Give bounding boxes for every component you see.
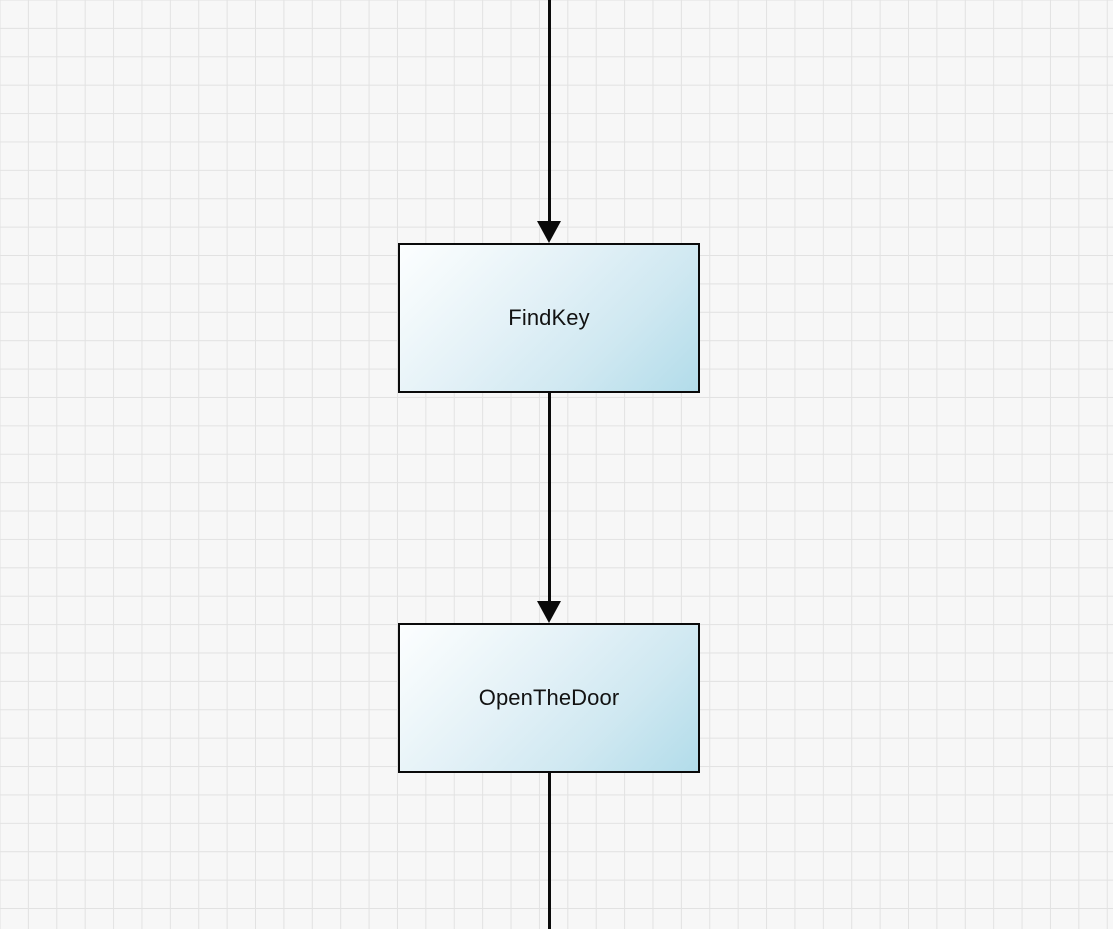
edge-findkey-openthedoor-arrowhead-icon	[537, 601, 561, 623]
node-findkey-label: FindKey	[508, 305, 590, 330]
edge-outgoing-openthedoor-line	[548, 773, 551, 929]
edge-incoming-findkey-arrowhead-icon	[537, 221, 561, 243]
edge-incoming-findkey-line	[548, 0, 551, 222]
node-openthedoor[interactable]: OpenTheDoor	[398, 623, 700, 773]
node-findkey[interactable]: FindKey	[398, 243, 700, 393]
node-openthedoor-label: OpenTheDoor	[478, 685, 620, 710]
edge-findkey-openthedoor-line	[548, 393, 551, 602]
